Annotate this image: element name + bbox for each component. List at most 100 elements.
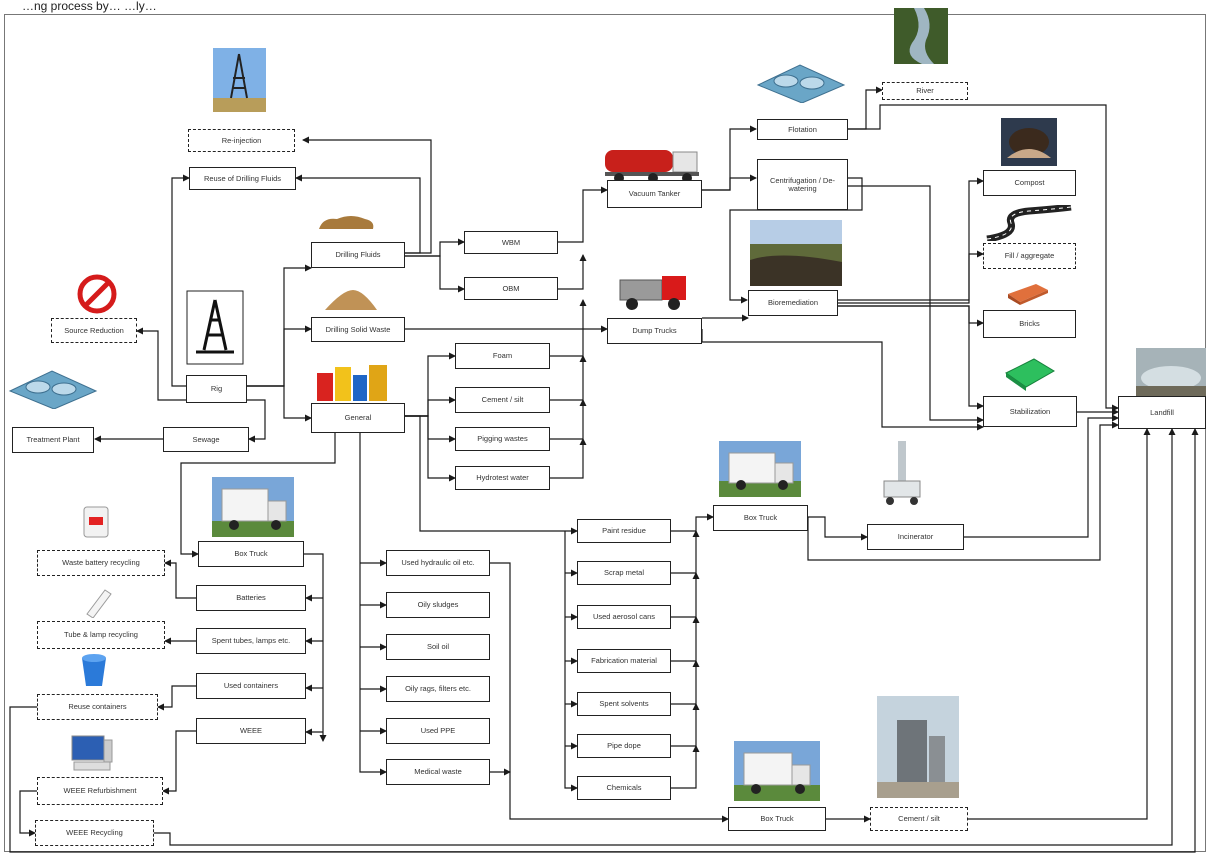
edge-df-injection: [302, 136, 432, 254]
node-dump-trucks: Dump Trucks: [607, 318, 702, 344]
node-used-aerosol-cans: Used aerosol cans: [577, 605, 671, 629]
node-waste-battery-recycling: Waste battery recycling: [37, 550, 165, 576]
rig-derrick-icon: [186, 290, 244, 365]
incinerator-icon: [883, 441, 921, 505]
node-weee-refurbishment: WEEE Refurbishment: [37, 777, 163, 805]
sand-pile-icon: [325, 290, 377, 310]
node-compost: Compost: [983, 170, 1076, 196]
edge-general-pigging: [405, 415, 456, 443]
edge-general-used-oil: [359, 433, 387, 776]
node-drilling-solid-waste: Drilling Solid Waste: [311, 317, 405, 342]
battery-icon: [83, 506, 109, 538]
node-vacuum-tanker: Vacuum Tanker: [607, 180, 702, 208]
treatment-tank-icon: [8, 370, 98, 409]
node-chemicals: Chemicals: [577, 776, 671, 800]
node-fill-aggregate: Fill / aggregate: [983, 243, 1076, 269]
edge-rig-drilling-fluids: [247, 264, 312, 387]
node-bricks: Bricks: [983, 310, 1076, 338]
edge-containers-reuse: [157, 685, 196, 711]
node-weee: WEEE: [196, 718, 306, 744]
node-scrap-metal: Scrap metal: [577, 561, 671, 585]
node-batteries: Batteries: [196, 585, 306, 611]
edge-general-hazardous: [405, 415, 578, 535]
node-fabrication-material: Fabrication material: [577, 649, 671, 673]
bucket-icon: [82, 654, 106, 686]
node-rig: Rig: [186, 375, 247, 403]
node-spent-solvents: Spent solvents: [577, 692, 671, 716]
no-entry-icon: [77, 274, 117, 314]
edge-rig-drilling-solid: [247, 325, 312, 387]
edge-weee-refurb-recycling: [19, 790, 37, 837]
node-incinerator: Incinerator: [867, 524, 964, 550]
node-obm: OBM: [464, 277, 558, 300]
edge-df-wbm: [405, 238, 465, 257]
edge-general-foam: [405, 352, 456, 417]
mud-pile-icon: [319, 216, 374, 229]
edge-df-reuse: [295, 174, 421, 254]
edge-rig-reuse: [171, 174, 190, 387]
edge-batteries-recycling: [164, 559, 196, 599]
edge-general-hydrotest: [405, 415, 456, 482]
edge-rig-sewage: [247, 399, 266, 443]
compost-photo: [1001, 118, 1057, 166]
cement-plant-photo: [877, 696, 959, 798]
node-spent-tubes-lamps: Spent tubes, lamps etc.: [196, 628, 306, 654]
edge-general-boxtruck-left: [180, 433, 336, 558]
edge-wbm-vacuum: [558, 186, 608, 243]
edge-general-cement: [405, 396, 456, 417]
landfill-photo: [1136, 348, 1206, 398]
edge-boxtruck-incinerator: [808, 516, 868, 541]
node-flotation: Flotation: [757, 119, 848, 140]
edge-bio-compost: [838, 177, 984, 301]
vacuum-tanker-truck-icon: [605, 150, 699, 183]
edge-paint-boxtruck: [671, 513, 714, 532]
node-bioremediation: Bioremediation: [748, 290, 838, 316]
edge-bio-stabilization: [838, 305, 984, 410]
node-oily-rags-filters: Oily rags, filters etc.: [386, 676, 490, 702]
node-used-hydraulic-oil: Used hydraulic oil etc.: [386, 550, 490, 576]
node-weee-recycling: WEEE Recycling: [35, 820, 154, 846]
node-oily-sludges: Oily sludges: [386, 592, 490, 618]
node-cement-slurry: Cement / silt: [455, 387, 550, 413]
node-pigging-wastes: Pigging wastes: [455, 427, 550, 451]
node-medical-waste: Medical waste: [386, 759, 490, 785]
node-box-truck-bottom: Box Truck: [728, 807, 826, 831]
bioremediation-photo: [750, 220, 842, 286]
node-sewage: Sewage: [163, 427, 249, 452]
node-centrifugation: Centrifugation / De-watering: [757, 159, 848, 210]
edge-reuse-landfill: [9, 428, 1199, 853]
edge-centrifugation-bio: [729, 177, 863, 304]
node-stabilization: Stabilization: [983, 396, 1077, 427]
node-treatment-plant: Treatment Plant: [12, 427, 94, 453]
edge-flotation-river: [848, 86, 883, 130]
box-truck-photo: [212, 477, 294, 537]
computer-icon: [71, 735, 113, 771]
dump-truck-icon: [619, 276, 686, 310]
drilling-rig-photo: [213, 48, 266, 112]
node-box-truck-left: Box Truck: [198, 541, 304, 567]
node-paint-residue: Paint residue: [577, 519, 671, 543]
edge-cement-landfill: [968, 428, 1151, 820]
node-general: General: [311, 403, 405, 433]
edge-weee-recycling-landfill: [154, 428, 1176, 846]
edge-usedoil-boxtruck: [490, 562, 729, 823]
box-truck-photo: [719, 441, 801, 497]
node-source-reduction: Source Reduction: [51, 318, 137, 343]
node-pipe-dope: Pipe dope: [577, 734, 671, 758]
node-reuse-containers: Reuse containers: [37, 694, 158, 720]
edge-dump-stabilization: [701, 329, 984, 431]
node-river: River: [882, 82, 968, 100]
edge-incinerator-landfill: [964, 414, 1119, 538]
edge-vacuum-centrifugation: [702, 174, 757, 191]
node-drilling-fluids: Drilling Fluids: [311, 242, 405, 268]
node-soil-oil: Soil oil: [386, 634, 490, 660]
edge-weee-refurb: [162, 730, 196, 795]
edge-df-obm: [405, 255, 465, 293]
brick-icon: [1008, 284, 1048, 305]
edge-boxtruck-landfill: [807, 421, 1119, 561]
page-caption: …ng process by… …ly…: [22, 0, 157, 13]
node-used-containers: Used containers: [196, 673, 306, 699]
tube-lamp-icon: [86, 589, 112, 618]
river-photo: [894, 8, 948, 64]
